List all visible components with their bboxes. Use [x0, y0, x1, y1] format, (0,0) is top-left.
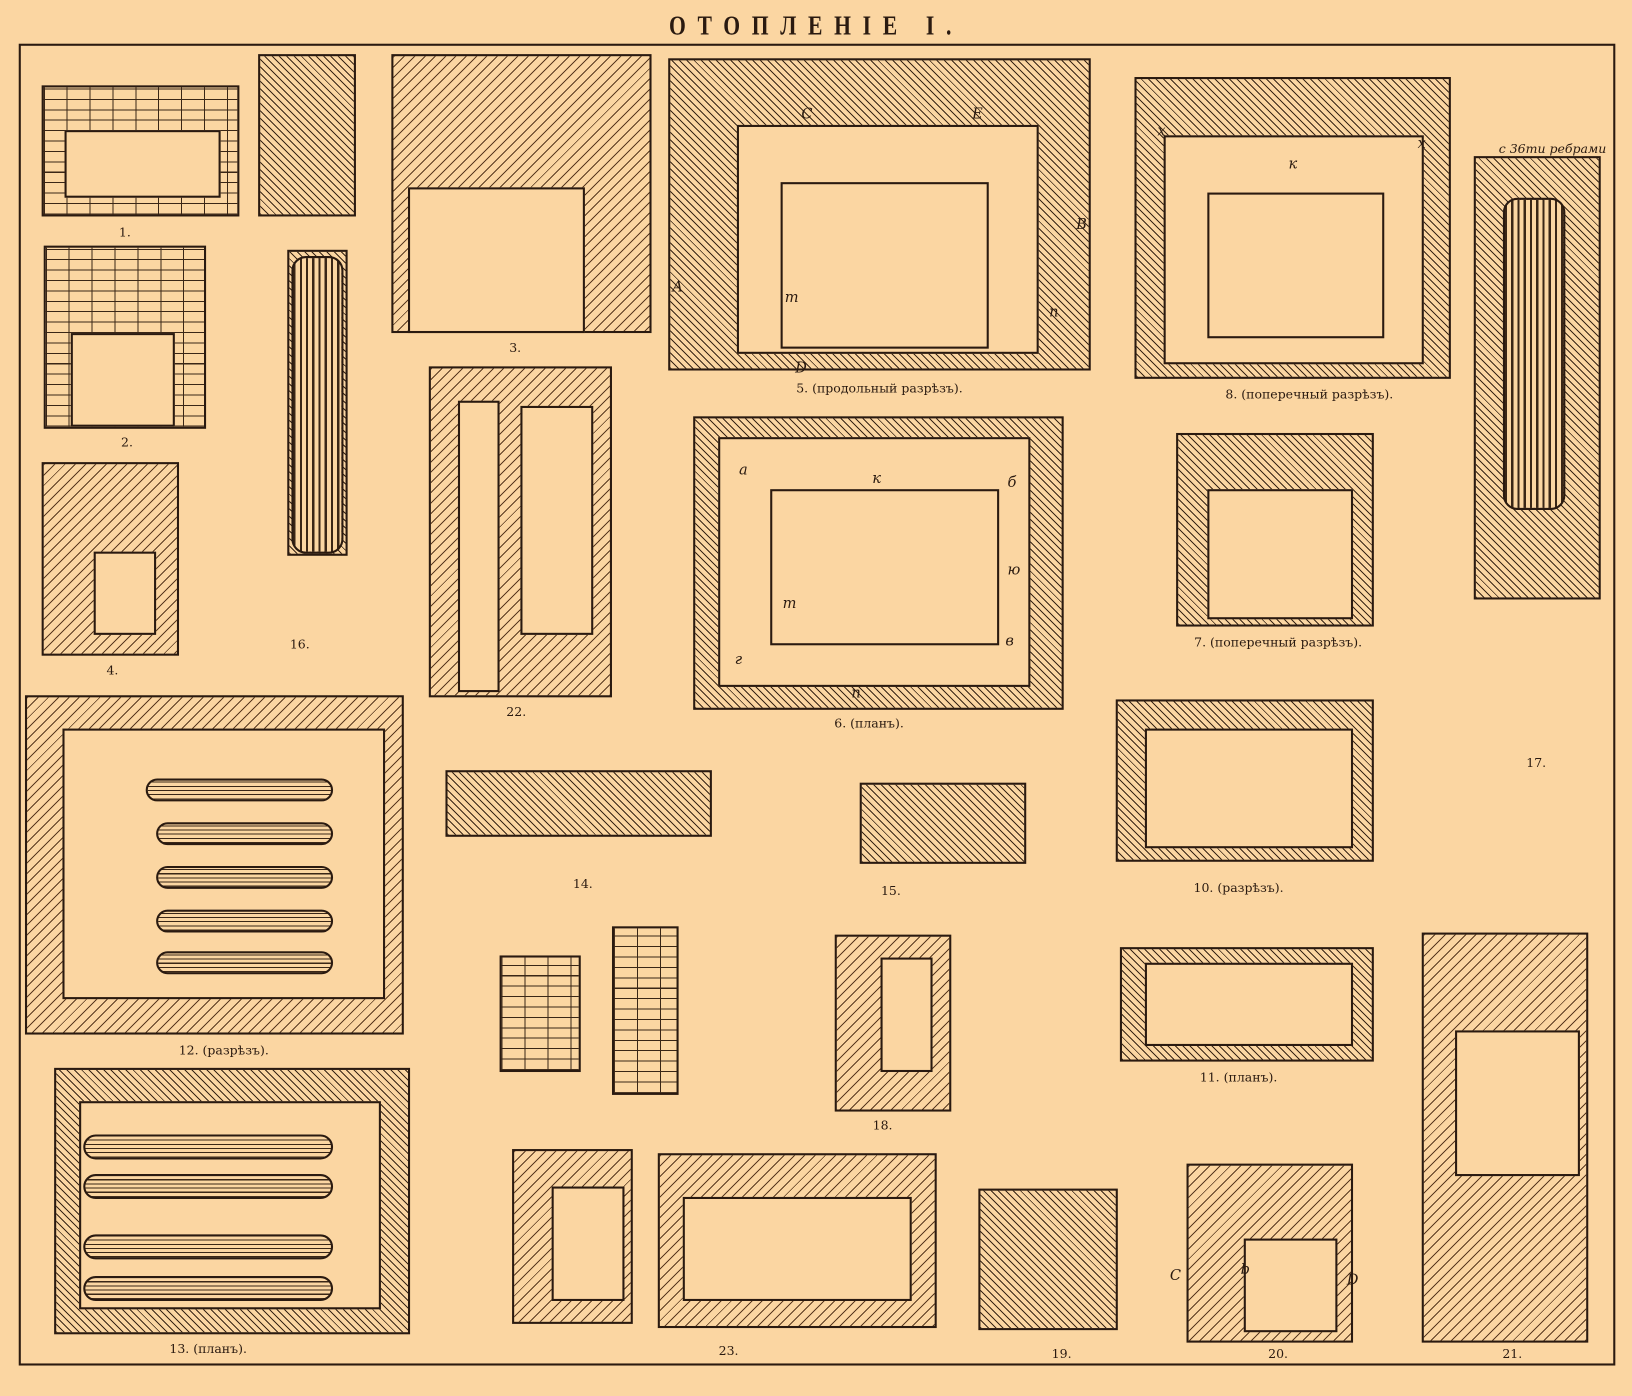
figure-f9a — [499, 955, 581, 1073]
caption-f6: 6. (планъ). — [834, 716, 904, 731]
plate-title: ОТОПЛЕНIЕ I. — [668, 10, 964, 41]
figure-f1b — [258, 54, 356, 217]
figure-label: C — [801, 106, 813, 123]
caption-f21: 21. — [1502, 1346, 1523, 1362]
figure-f11-cavity — [1144, 962, 1354, 1047]
caption-f13: 13. (планъ). — [169, 1341, 247, 1357]
figure-f9b — [611, 926, 679, 1095]
figure-label: x — [1417, 135, 1426, 152]
figure-f5-cavity — [780, 182, 989, 349]
heating-pipe — [156, 951, 334, 975]
ribbed-column — [1502, 197, 1566, 510]
figure-label: ю — [1007, 562, 1021, 579]
plate-frame — [18, 43, 1616, 1366]
figure-f21-cavity — [1455, 1030, 1580, 1177]
caption-f14: 14. — [572, 876, 593, 891]
caption-f4: 4. — [106, 662, 119, 678]
caption-f7: 7. (поперечный разрѣзъ). — [1194, 634, 1363, 650]
caption-f10: 10. (разрѣзъ). — [1193, 880, 1284, 896]
figure-f22-cavity — [457, 400, 500, 693]
figure-label: B — [1076, 216, 1087, 234]
caption-f11: 11. (планъ). — [1199, 1069, 1278, 1085]
figure-f18-cavity — [880, 957, 933, 1073]
caption-f16: 16. — [289, 636, 310, 652]
figure-f1-cavity — [64, 130, 221, 198]
figure-f15 — [859, 782, 1027, 864]
caption-f17: 17. — [1526, 755, 1547, 771]
figure-f7-cavity — [1207, 489, 1354, 620]
figure-label: E — [972, 106, 983, 123]
caption-f2: 2. — [121, 435, 133, 450]
figure-label: a — [738, 462, 748, 479]
caption-f12: 12. (разрѣзъ). — [178, 1042, 269, 1058]
caption-f1: 1. — [118, 224, 131, 240]
figure-label: D — [795, 360, 807, 377]
figure-label: б — [1007, 474, 1017, 492]
ribbed-column — [291, 256, 344, 554]
figure-f23-cavity — [682, 1196, 912, 1301]
caption-f15: 15. — [880, 883, 901, 899]
caption-f23: 23. — [718, 1343, 739, 1359]
figure-label: C — [1169, 1267, 1182, 1285]
figure-label: A — [672, 278, 683, 296]
heating-pipe — [156, 865, 334, 889]
heating-pipe — [83, 1276, 334, 1301]
figure-label: к — [1288, 156, 1298, 173]
caption-f3: 3. — [509, 340, 522, 355]
figure-label: n — [851, 684, 861, 702]
caption-f18: 18. — [872, 1117, 893, 1133]
figure-label: D — [1346, 1271, 1359, 1289]
caption-f20: 20. — [1268, 1346, 1289, 1362]
heating-pipe — [83, 1234, 334, 1260]
caption-f8: 8. (поперечный разрѣзъ). — [1225, 387, 1394, 402]
figure-f6-cavity — [770, 489, 1000, 646]
figure-label: n — [1049, 303, 1059, 321]
figure-label: г — [734, 651, 743, 669]
caption-f5: 5. (продольный разрѣзъ). — [796, 380, 963, 396]
figure-f2-cavity — [70, 333, 175, 427]
figure-label: m — [782, 595, 797, 612]
heating-pipe — [83, 1134, 334, 1160]
figure-f10-cavity — [1144, 728, 1354, 849]
figure-f3-cavity — [407, 187, 585, 334]
figure-f8-cavity — [1207, 192, 1385, 339]
heating-pipe — [156, 822, 334, 846]
figure-label: x — [1157, 122, 1166, 140]
caption-f19: 19. — [1051, 1346, 1072, 1362]
caption-f22: 22. — [506, 704, 527, 720]
figure-label: b — [1240, 1261, 1250, 1279]
figure-f4-cavity — [93, 551, 157, 635]
figure-label: m — [784, 289, 799, 306]
figure-f22-cavity — [520, 405, 594, 635]
heating-pipe — [156, 909, 334, 933]
figure-f20-cavity — [1243, 1238, 1338, 1333]
figure-f23b-cavity — [551, 1186, 625, 1301]
figure-f19 — [978, 1188, 1118, 1331]
figure-f14 — [445, 770, 712, 837]
heating-pipe — [145, 778, 334, 802]
figure-label: с 36ти ребрами — [1498, 141, 1607, 157]
figure-label: к — [872, 470, 881, 488]
heating-pipe — [83, 1174, 334, 1200]
figure-label: в — [1005, 632, 1014, 650]
